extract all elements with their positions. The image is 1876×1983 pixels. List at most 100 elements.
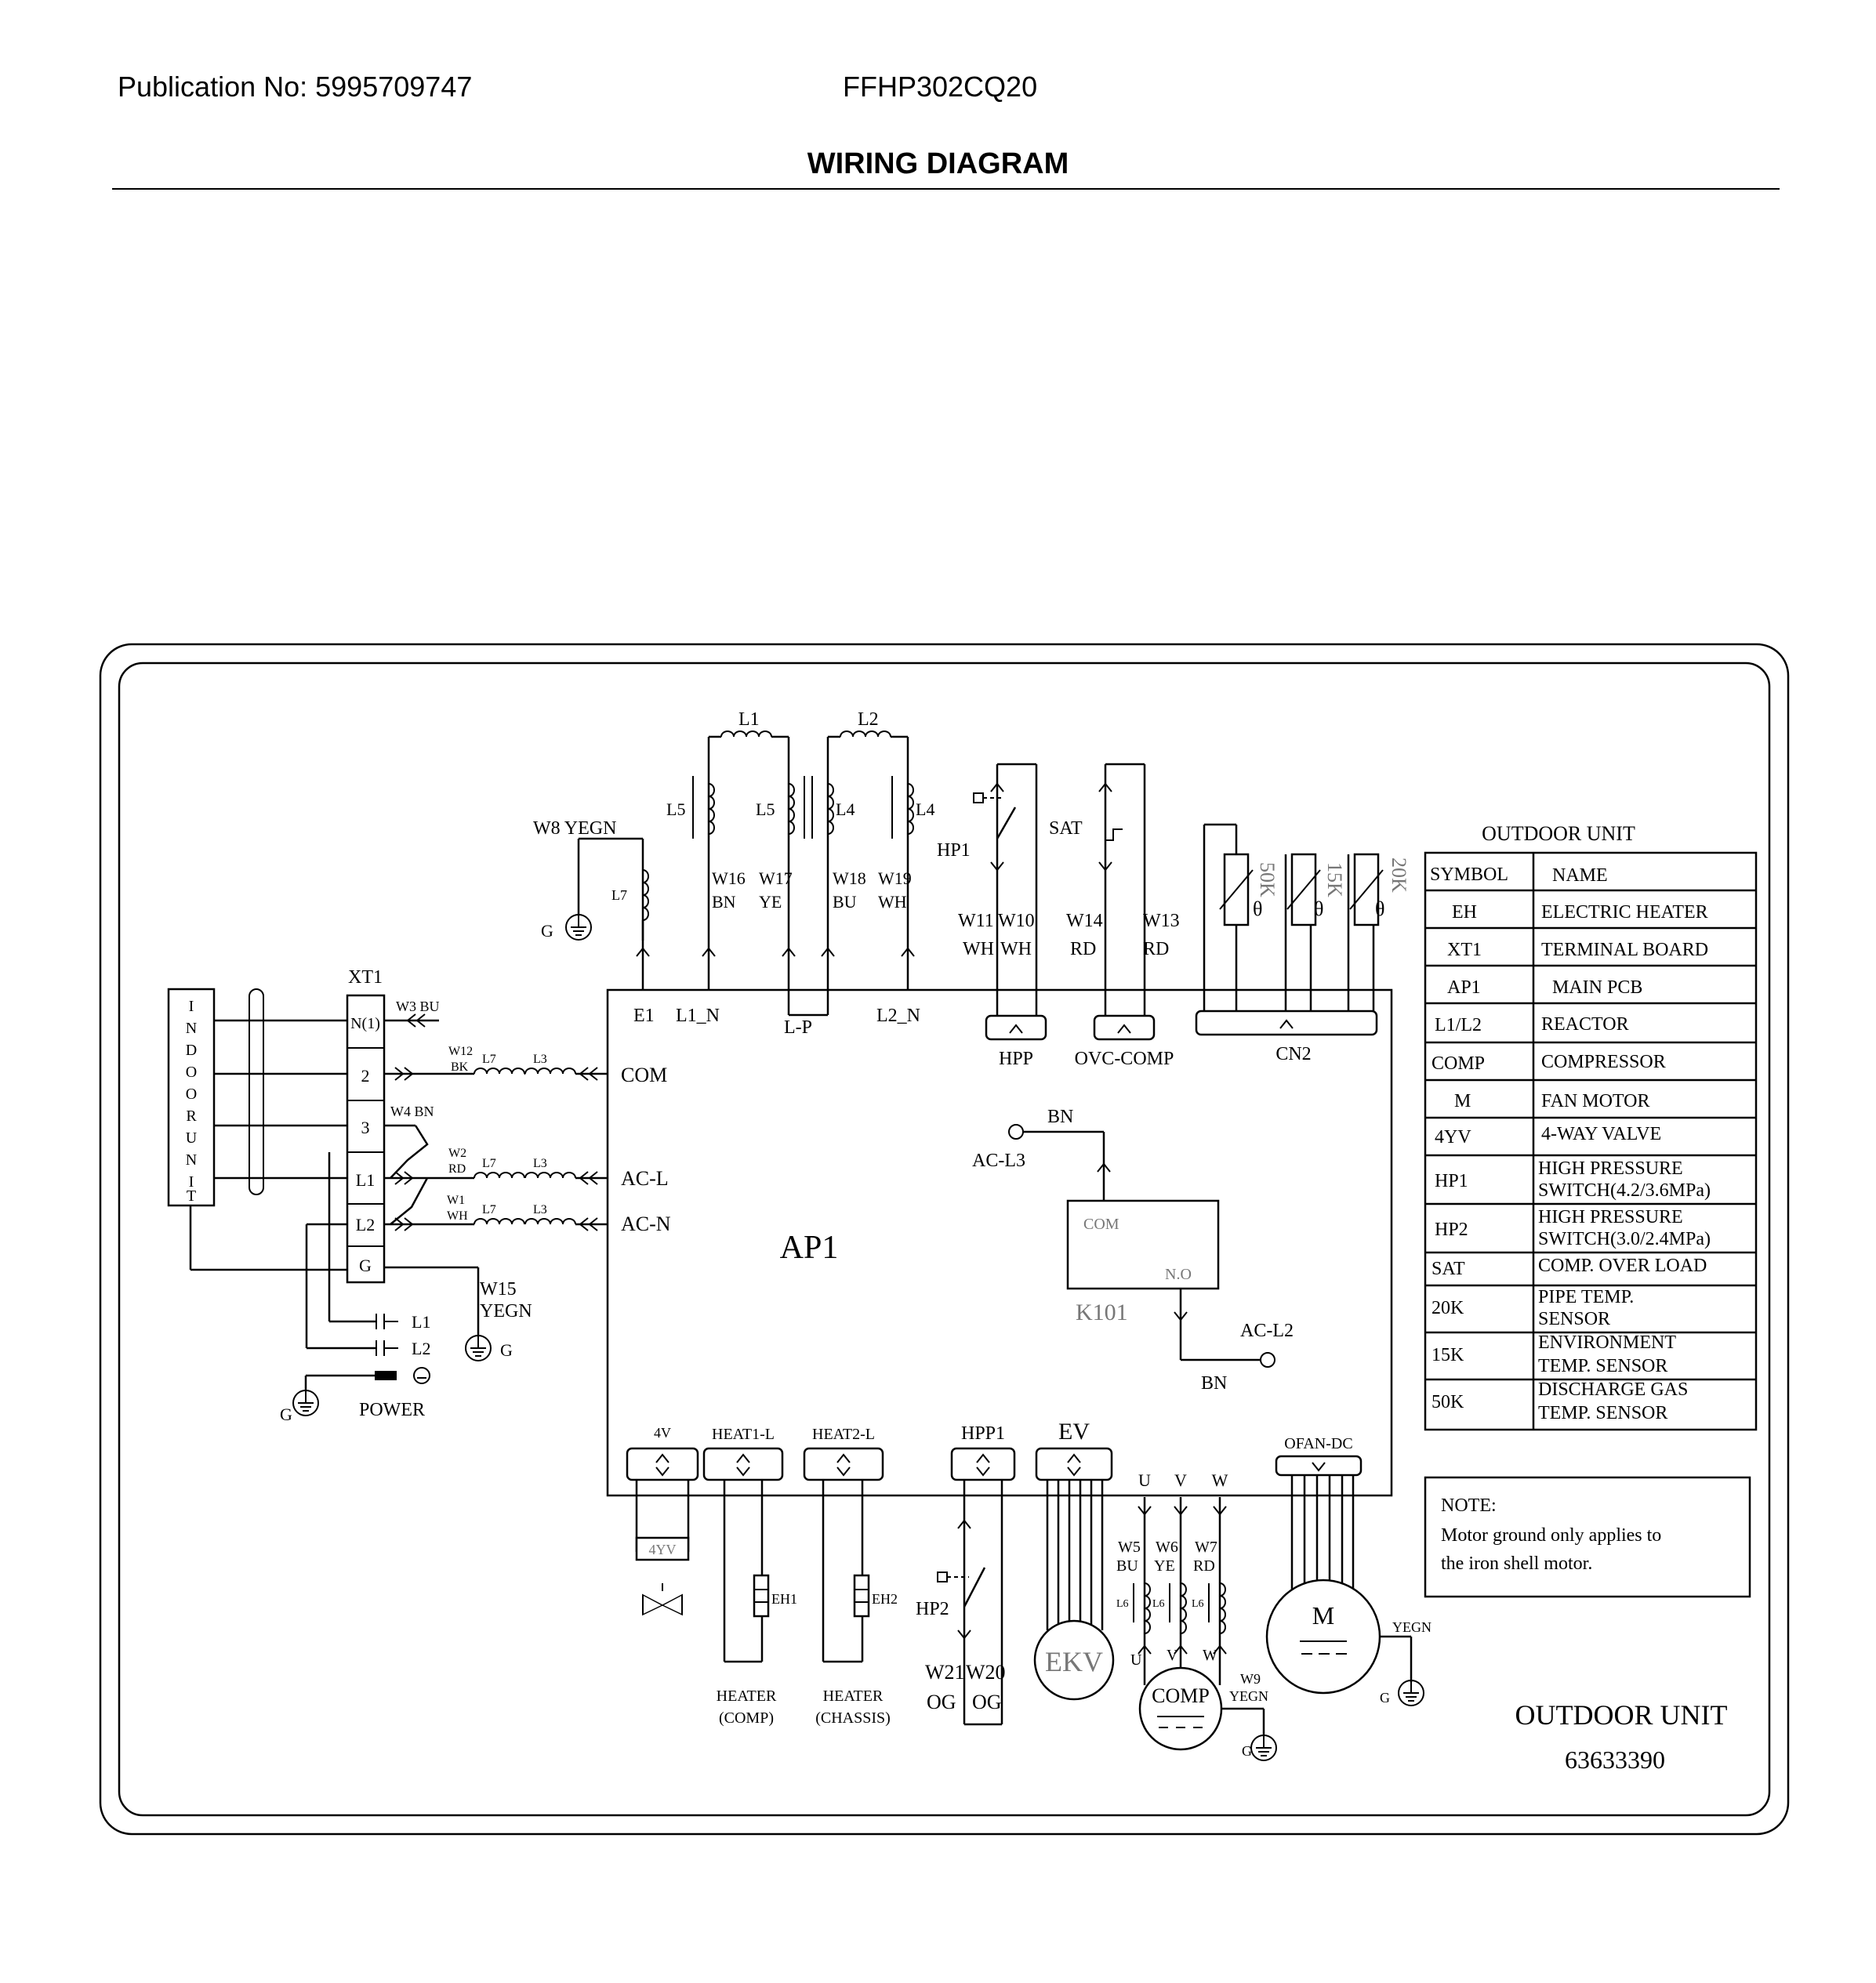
wire-w20-label: W20 bbox=[966, 1661, 1006, 1684]
indoor-letter-3: O bbox=[186, 1064, 197, 1081]
legend-symbol-5: M bbox=[1454, 1091, 1471, 1111]
phase-u-bottom: U bbox=[1130, 1651, 1142, 1669]
legend-name2-12: TEMP. SENSOR bbox=[1538, 1403, 1667, 1423]
note-title: NOTE: bbox=[1441, 1495, 1497, 1516]
legend-name-9: COMP. OVER LOAD bbox=[1538, 1256, 1707, 1276]
port-acn: AC-N bbox=[621, 1213, 671, 1235]
connector-ovc bbox=[1093, 1014, 1156, 1041]
wire-w11-label: W11 bbox=[958, 911, 994, 931]
xt1-label: XT1 bbox=[348, 967, 383, 988]
power-ground-label: G bbox=[280, 1405, 292, 1424]
sensor-15k-label: 15K bbox=[1323, 862, 1346, 897]
wire-w7-label: W7 bbox=[1195, 1539, 1217, 1556]
reactor-l1-label: L1 bbox=[738, 709, 760, 730]
wire-w6-label: W6 bbox=[1156, 1539, 1178, 1556]
wire-w17-color: YE bbox=[759, 892, 782, 912]
reactor-l7-com: L7 bbox=[482, 1053, 496, 1066]
legend-name-4: COMPRESSOR bbox=[1541, 1052, 1666, 1072]
publication-number: Publication No: 5995709747 bbox=[118, 71, 473, 103]
port-lp: L-P bbox=[784, 1017, 812, 1038]
indoor-letter-6: U bbox=[186, 1129, 198, 1147]
legend-name-1: TERMINAL BOARD bbox=[1541, 940, 1708, 960]
hp2-label: HP2 bbox=[916, 1599, 949, 1619]
power-label: POWER bbox=[359, 1400, 425, 1420]
reactor-l6-w: L6 bbox=[1192, 1598, 1204, 1610]
terminal-board: N(1) 2 3 L1 L2 G bbox=[346, 994, 386, 1284]
legend-title: OUTDOOR UNIT bbox=[1482, 822, 1635, 845]
indoor-letter-5: R bbox=[186, 1108, 197, 1125]
relay-com: COM bbox=[1083, 1216, 1119, 1233]
legend-name-2: MAIN PCB bbox=[1552, 977, 1642, 998]
wire-w13-color: RD bbox=[1143, 939, 1169, 959]
connector-ev-label: EV bbox=[1058, 1419, 1090, 1445]
connector-hpp-label: HPP bbox=[999, 1049, 1033, 1069]
reactor-l4-b: L4 bbox=[916, 799, 934, 819]
legend-name2-10: SENSOR bbox=[1538, 1309, 1610, 1329]
indoor-unit-label: I N D O O R U N I T bbox=[186, 998, 198, 1205]
terminal-3: 3 bbox=[361, 1118, 370, 1137]
ekv-label: EKV bbox=[1045, 1646, 1103, 1677]
heater-chassis-line1: HEATER bbox=[823, 1688, 884, 1705]
power-plug bbox=[375, 1371, 397, 1380]
wire-w16-label: W16 bbox=[712, 868, 746, 888]
cable-bundle bbox=[249, 988, 264, 1195]
fan-motor-label: M bbox=[1312, 1601, 1334, 1630]
sensor-20k-theta: θ bbox=[1375, 897, 1384, 920]
legend-symbol-1: XT1 bbox=[1447, 940, 1482, 960]
wire-w14-label: W14 bbox=[1066, 911, 1103, 931]
wire-w8-label: W8 YEGN bbox=[533, 818, 616, 839]
legend-name-10: PIPE TEMP. bbox=[1538, 1287, 1634, 1307]
legend-name2-11: TEMP. SENSOR bbox=[1538, 1356, 1667, 1376]
connector-ofan-label: OFAN-DC bbox=[1284, 1435, 1352, 1452]
terminal-l1: L1 bbox=[356, 1170, 375, 1190]
ground-w8-label: G bbox=[541, 921, 553, 941]
phase-w-bottom: W bbox=[1203, 1647, 1217, 1664]
indoor-letter-4: O bbox=[186, 1086, 197, 1103]
heater-eh2 bbox=[853, 1574, 870, 1618]
wire-w21-color: OG bbox=[927, 1691, 956, 1713]
heater-chassis-line2: (CHASSIS) bbox=[815, 1709, 891, 1727]
legend-symbol-3: L1/L2 bbox=[1435, 1015, 1482, 1035]
wire-w5-label: W5 bbox=[1118, 1539, 1141, 1556]
indoor-letter-0: I bbox=[189, 998, 194, 1015]
connector-ofan bbox=[1275, 1455, 1363, 1477]
terminal-l2: L2 bbox=[356, 1215, 375, 1234]
connector-hpp bbox=[985, 1014, 1047, 1041]
ground-fan-label: G bbox=[1380, 1690, 1390, 1706]
legend-symbol-8: HP2 bbox=[1435, 1220, 1468, 1240]
footer-unit: OUTDOOR UNIT bbox=[1515, 1699, 1728, 1731]
inner-frame bbox=[118, 662, 1771, 1817]
fan-motor bbox=[1265, 1579, 1381, 1695]
wire-w21-label: W21 bbox=[925, 1661, 965, 1684]
legend-table: SYMBOL NAME EH ELECTRIC HEATER XT1 TERMI… bbox=[1424, 851, 1758, 1431]
wire-w11-color: WH bbox=[963, 939, 994, 959]
connector-heat1-label: HEAT1-L bbox=[712, 1426, 775, 1443]
port-acl2: AC-L2 bbox=[1240, 1321, 1294, 1341]
legend-symbol-4: COMP bbox=[1431, 1053, 1485, 1074]
hp1-actuator-icon bbox=[973, 792, 984, 803]
wire-w9-label: W9 bbox=[1240, 1671, 1261, 1687]
indoor-letter-9: T bbox=[187, 1187, 196, 1205]
connector-ovc-label: OVC-COMP bbox=[1075, 1049, 1174, 1069]
heater-eh2-label: EH2 bbox=[872, 1591, 898, 1607]
phase-v-bottom: V bbox=[1167, 1647, 1178, 1664]
wire-w2-color: RD bbox=[448, 1162, 466, 1176]
legend-name-11: ENVIRONMENT bbox=[1538, 1332, 1676, 1353]
connector-4v bbox=[626, 1447, 699, 1481]
legend-name-6: 4-WAY VALVE bbox=[1541, 1124, 1661, 1144]
wire-w19-label: W19 bbox=[878, 868, 912, 888]
relay-no: N.O bbox=[1165, 1266, 1192, 1283]
wire-w10-label: W10 bbox=[998, 911, 1035, 931]
legend-symbol-2: AP1 bbox=[1447, 977, 1481, 998]
note-line2: the iron shell motor. bbox=[1441, 1553, 1592, 1574]
reactor-l5-b: L5 bbox=[756, 799, 775, 819]
wire-w13-label: W13 bbox=[1143, 911, 1180, 931]
reactor-l7-acl: L7 bbox=[482, 1157, 496, 1170]
legend-symbol-6: 4YV bbox=[1435, 1127, 1471, 1147]
connector-heat2-label: HEAT2-L bbox=[812, 1426, 875, 1443]
power-ground-icon bbox=[413, 1367, 430, 1384]
legend-name-5: FAN MOTOR bbox=[1541, 1091, 1649, 1111]
legend-name2-8: SWITCH(3.0/2.4MPa) bbox=[1538, 1229, 1711, 1249]
note-line1: Motor ground only applies to bbox=[1441, 1525, 1661, 1546]
